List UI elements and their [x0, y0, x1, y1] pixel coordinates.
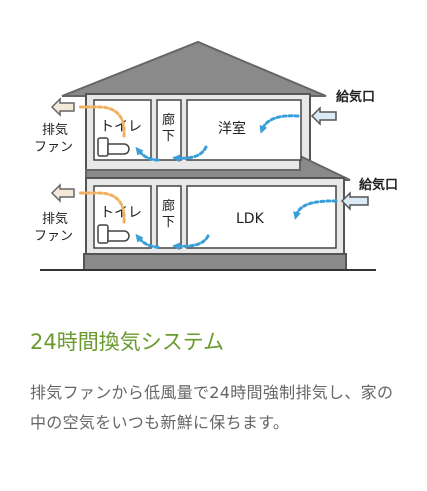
- lower-exhaust-path: [76, 191, 126, 224]
- roof: [61, 40, 327, 97]
- foundation: [83, 253, 347, 271]
- upper-hall-room: [156, 99, 182, 161]
- upper-toilet-label: トイレ: [100, 119, 142, 135]
- upper-exhaust-label-1: 排気: [42, 122, 68, 138]
- lower-supply-label: 給気口: [359, 177, 398, 193]
- upper-room-label: 洋室: [218, 120, 246, 137]
- upper-exhaust-path: [76, 105, 126, 138]
- lower-hall-label-2: 下: [162, 215, 175, 230]
- lower-exhaust-label-2: ファン: [34, 229, 73, 244]
- house-structure: [40, 40, 376, 271]
- section-title: 24時間換気システム: [30, 330, 225, 354]
- lower-airflow-path: [135, 199, 338, 251]
- upper-exhaust-label-2: ファン: [34, 140, 73, 155]
- lower-exhaust-label-1: 排気: [42, 211, 68, 227]
- lower-exhaust-arrow-icon: [50, 183, 75, 203]
- lower-toilet-label: トイレ: [100, 205, 142, 221]
- upper-supply-label: 給気口: [336, 89, 375, 105]
- lower-hall-room: [156, 185, 182, 249]
- lower-ldk-room: [186, 185, 337, 249]
- upper-supply-arrow-icon: [310, 106, 337, 126]
- upper-toilet-icon: [97, 137, 130, 157]
- section-body: 排気ファンから低風量で24時間強制排気し、家の中の空気をいつも新鮮に保ちます。: [30, 383, 394, 433]
- lower-roof: [85, 154, 351, 181]
- lower-supply-arrow-icon: [340, 191, 369, 211]
- upper-airflow-path: [135, 114, 300, 163]
- lower-room-label: LDK: [236, 211, 265, 227]
- lower-hall-label-1: 廊: [162, 198, 175, 214]
- upper-hall-label-2: 下: [162, 129, 175, 144]
- upper-exhaust-arrow-icon: [50, 97, 75, 117]
- lower-toilet-icon: [97, 224, 130, 244]
- ventilation-diagram: トイレ 廊 下 洋室 トイレ 廊 下 LDK 排気 ファン 排気 ファン 給気口…: [34, 40, 398, 271]
- upper-hall-label-1: 廊: [162, 112, 175, 128]
